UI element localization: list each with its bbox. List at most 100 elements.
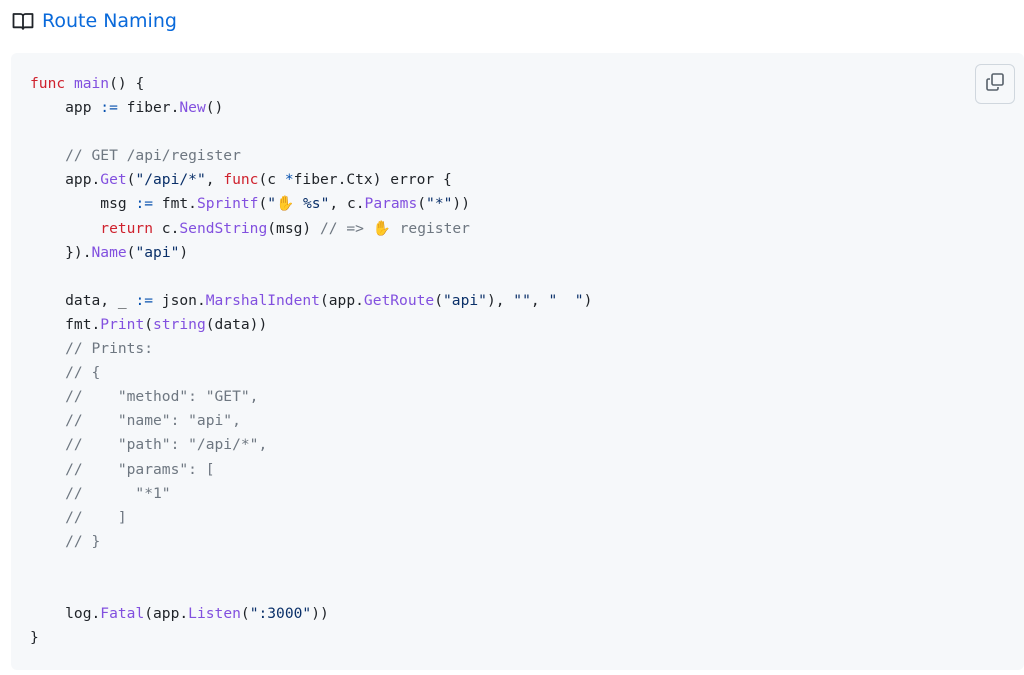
- code-token: GetRoute: [363, 291, 435, 309]
- code-token: Fatal: [100, 605, 145, 623]
- code-line: // {: [30, 361, 592, 385]
- code-token: New: [179, 99, 206, 117]
- code-line: [30, 120, 592, 144]
- code-token: "": [513, 291, 531, 309]
- route-naming-link[interactable]: Route Naming: [42, 10, 177, 32]
- code-token: (): [205, 99, 224, 117]
- code-line: // "path": "/api/*",: [30, 433, 592, 457]
- code-line: [30, 554, 592, 578]
- code-token: string: [153, 315, 206, 333]
- code-token: // {: [30, 364, 101, 382]
- book-icon: [12, 11, 34, 31]
- code-token: Print: [100, 315, 145, 333]
- code-token: // "params": [: [30, 460, 215, 478]
- code-token: (data)): [205, 315, 268, 333]
- code-token: fiber.: [117, 99, 180, 117]
- code-line: [30, 578, 592, 602]
- code-token: "api": [443, 291, 487, 309]
- code-line: }).Name("api"): [30, 241, 592, 265]
- code-token: log.: [30, 605, 101, 623]
- code-token: [65, 75, 74, 92]
- code-line: log.Fatal(app.Listen(":3000")): [30, 602, 592, 626]
- section-heading: Route Naming: [12, 10, 177, 32]
- code-token: fmt.: [30, 315, 101, 333]
- code-line: // }: [30, 530, 592, 554]
- code-token: ,: [205, 171, 224, 189]
- code-token: (: [240, 605, 250, 623]
- code-token: // Prints:: [30, 340, 154, 358]
- code-token: }: [30, 629, 39, 647]
- code-token: ),: [486, 291, 514, 309]
- code-block: [11, 53, 1024, 670]
- code-token: "api": [135, 243, 180, 261]
- code-content: func main() { app := fiber.New() // GET …: [30, 72, 592, 650]
- code-line: func main() {: [30, 72, 592, 96]
- code-token: main: [73, 75, 110, 92]
- code-line: data, _ := json.MarshalIndent(app.GetRou…: [30, 289, 592, 313]
- code-token: "/api/*": [135, 171, 206, 189]
- code-token: Listen: [188, 605, 241, 623]
- code-token: "*": [426, 195, 453, 213]
- code-token: app.: [30, 171, 101, 189]
- code-token: // "*1": [30, 484, 171, 502]
- code-token: // "method": "GET",: [30, 388, 259, 406]
- copy-button[interactable]: [975, 64, 1015, 104]
- code-token: (: [417, 195, 427, 213]
- code-line: // "name": "api",: [30, 409, 592, 433]
- code-token: )): [311, 605, 329, 623]
- code-token: }).: [30, 243, 92, 261]
- code-line: // Prints:: [30, 337, 592, 361]
- code-token: Sprintf: [196, 195, 259, 213]
- code-line: }: [30, 626, 592, 650]
- code-line: app.Get("/api/*", func(c *fiber.Ctx) err…: [30, 168, 592, 192]
- code-token: fmt.: [153, 195, 197, 213]
- code-token: (: [434, 291, 443, 309]
- code-token: // GET /api/register: [30, 147, 241, 165]
- code-token: ,: [530, 291, 549, 309]
- code-token: ":3000": [249, 605, 312, 623]
- code-token: ): [179, 243, 189, 261]
- code-token: Params: [364, 195, 418, 213]
- code-token: *: [284, 171, 294, 189]
- code-token: :=: [135, 195, 154, 213]
- code-line: msg := fmt.Sprintf("✋ %s", c.Params("*")…: [30, 192, 592, 216]
- code-token: (app.: [319, 291, 364, 309]
- code-token: (: [258, 195, 268, 213]
- code-token: fiber.Ctx) error {: [293, 171, 452, 189]
- code-line: // GET /api/register: [30, 144, 592, 168]
- code-token: )): [452, 195, 470, 213]
- code-line: app := fiber.New(): [30, 96, 592, 120]
- code-token: (: [126, 171, 136, 189]
- code-token: " ": [548, 291, 584, 309]
- code-token: (app.: [144, 605, 189, 623]
- code-token: // "name": "api",: [30, 412, 241, 430]
- code-token: () {: [109, 75, 145, 92]
- code-token: func: [30, 75, 66, 92]
- code-token: c.: [153, 219, 180, 237]
- code-token: SendString: [179, 219, 268, 237]
- code-token: :=: [100, 99, 118, 117]
- code-token: (: [126, 243, 136, 261]
- code-token: json.: [153, 291, 206, 309]
- code-token: (: [144, 315, 154, 333]
- code-line: [30, 265, 592, 289]
- code-line: // "*1": [30, 482, 592, 506]
- code-token: Get: [100, 171, 127, 189]
- code-token: Name: [91, 243, 127, 261]
- code-token: // }: [30, 532, 101, 550]
- code-token: app: [30, 99, 101, 117]
- code-token: "✋ %s": [267, 195, 330, 213]
- code-token: MarshalIndent: [205, 291, 320, 309]
- code-token: // => ✋ register: [319, 219, 470, 237]
- code-line: fmt.Print(string(data)): [30, 313, 592, 337]
- code-token: :=: [135, 291, 154, 309]
- code-token: // ]: [30, 508, 127, 526]
- code-line: // ]: [30, 506, 592, 530]
- code-token: data, _: [30, 291, 136, 309]
- code-line: // "method": "GET",: [30, 385, 592, 409]
- code-line: return c.SendString(msg) // => ✋ registe…: [30, 217, 592, 241]
- code-token: // "path": "/api/*",: [30, 436, 268, 454]
- code-token: , c.: [329, 195, 365, 213]
- code-line: // "params": [: [30, 458, 592, 482]
- code-token: return: [30, 219, 154, 237]
